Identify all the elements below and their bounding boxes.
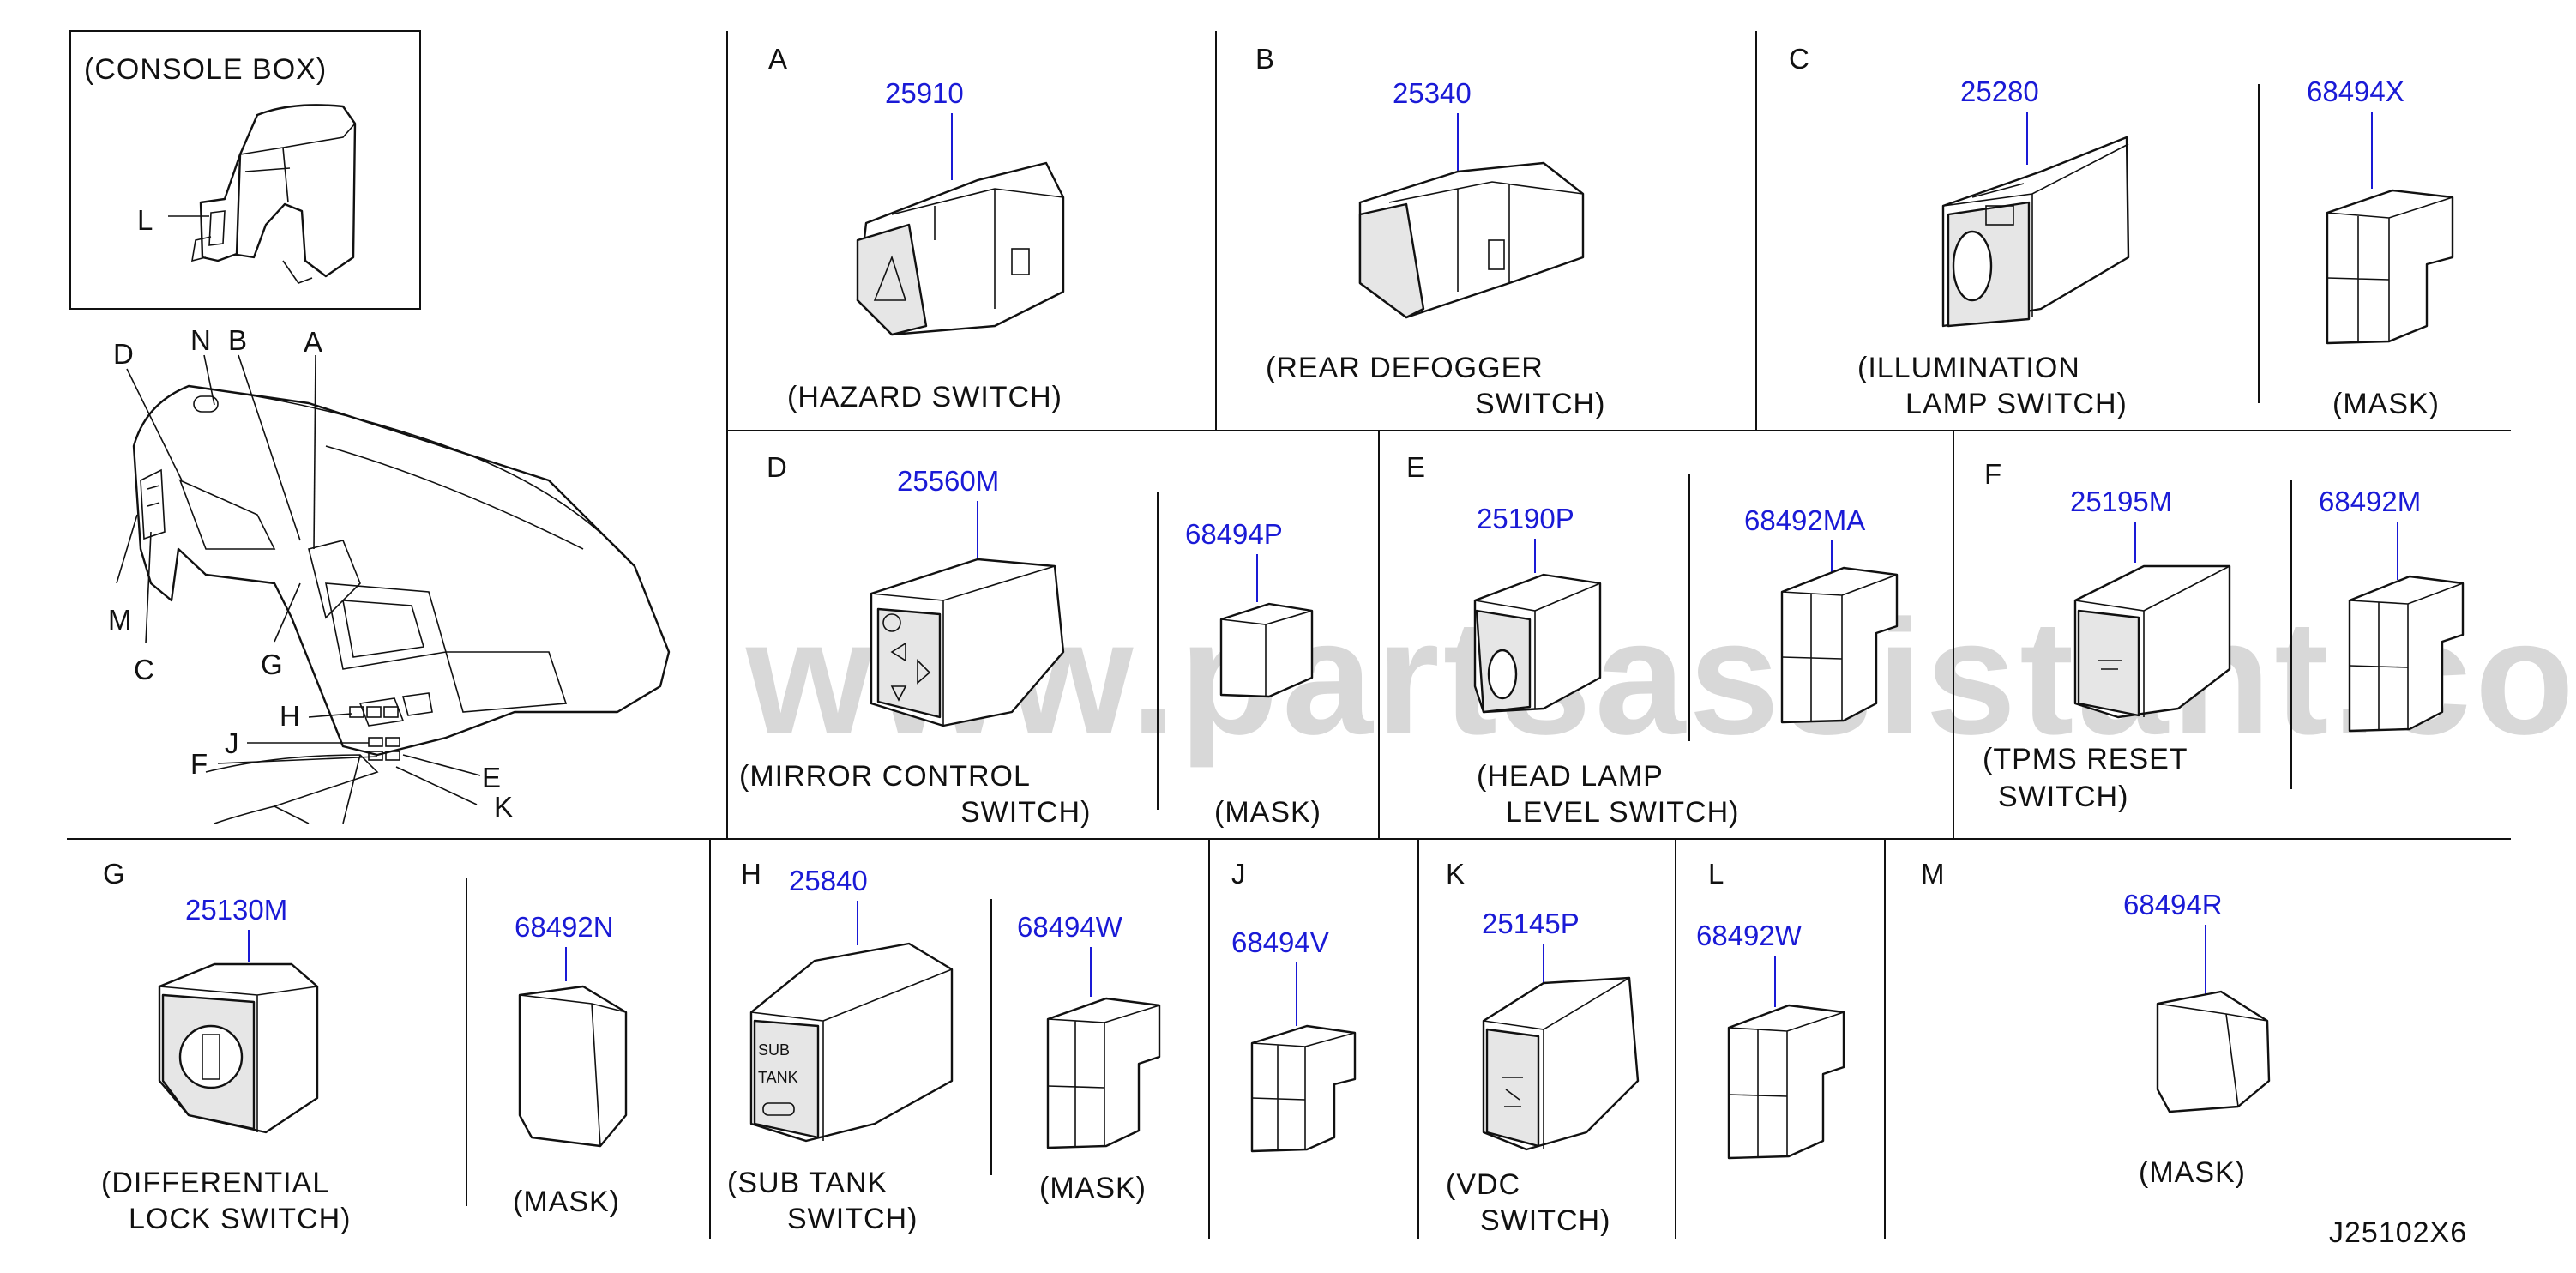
section-letter: J	[1231, 858, 1246, 890]
part-label: LAMP SWITCH)	[1905, 388, 2128, 420]
section-letter: F	[1984, 458, 2001, 490]
section-letter: H	[741, 858, 761, 890]
callout-D: D	[113, 338, 134, 370]
callout-G: G	[261, 649, 283, 680]
part-label: SWITCH)	[787, 1203, 918, 1235]
callout-J: J	[225, 727, 239, 759]
section-L: L 68492W	[1696, 858, 1845, 1160]
part-label: (VDC	[1446, 1168, 1520, 1201]
mask-part-number: 68494X	[2307, 75, 2404, 107]
callout-H: H	[280, 700, 300, 732]
callout-L: L	[137, 204, 153, 236]
part-number: 25910	[885, 77, 964, 109]
mask-label: (MASK)	[1039, 1172, 1147, 1204]
part-label: (MIRROR CONTROL	[739, 760, 1031, 793]
part-number: 25280	[1960, 75, 2039, 107]
part-label: SWITCH)	[1998, 781, 2128, 813]
section-G: G 25130M (DIFFERENTIAL LOCK SWITCH) 6849…	[101, 858, 628, 1235]
mask-label: (MASK)	[2332, 388, 2440, 420]
section-E: E 25190P (HEAD LAMP LEVEL SWITCH) 68492M…	[1406, 451, 1899, 829]
mask-part-number: 68494P	[1185, 518, 1283, 550]
section-letter: K	[1446, 858, 1465, 890]
part-number: 25190P	[1477, 503, 1574, 534]
part-number: 25145P	[1482, 908, 1580, 939]
callout-F: F	[190, 748, 208, 780]
part-label: (ILLUMINATION	[1857, 352, 2080, 384]
part-number: 25340	[1393, 77, 1472, 109]
button-text: TANK	[758, 1069, 798, 1086]
section-letter: C	[1789, 43, 1809, 75]
section-letter: G	[103, 858, 125, 890]
part-label: (SUB TANK	[727, 1167, 888, 1199]
part-label: (TPMS RESET	[1983, 743, 2188, 775]
callout-A: A	[304, 326, 322, 358]
section-letter: B	[1255, 43, 1274, 75]
section-J: J 68494V	[1231, 858, 1357, 1153]
mask-part-number: 68492MA	[1744, 504, 1865, 536]
part-label: LEVEL SWITCH)	[1506, 796, 1739, 829]
part-label: SWITCH)	[1475, 388, 1605, 420]
section-letter: L	[1708, 858, 1724, 890]
mask-label: (MASK)	[513, 1186, 620, 1218]
mask-label: (MASK)	[1214, 796, 1321, 829]
callout-K: K	[494, 791, 513, 823]
section-K: K 25145P (VDC SWITCH)	[1446, 858, 1640, 1237]
part-label: (HAZARD SWITCH)	[787, 381, 1062, 413]
mask-part-number: 68492M	[2319, 486, 2421, 517]
callout-B: B	[228, 324, 247, 356]
part-label: (MASK)	[2139, 1156, 2246, 1189]
section-F: F 25195M (TPMS RESET SWITCH) 68492M	[1983, 458, 2465, 813]
callout-E: E	[482, 762, 501, 793]
section-H: H 25840 SUB TANK (SUB TANK SWITCH) 68494…	[727, 858, 1161, 1235]
section-D: D 25560M (MIRROR CONTROL SWITCH) 68494P …	[739, 451, 1321, 829]
section-letter: M	[1921, 858, 1945, 890]
section-letter: A	[768, 43, 787, 75]
section-C: C 25280 (ILLUMINATION LAMP SWITCH) 68494…	[1789, 43, 2454, 420]
part-number: 68494R	[2123, 889, 2223, 920]
section-A: A 25910 (HAZARD SWITCH)	[768, 43, 1065, 413]
part-number: 68494V	[1231, 926, 1329, 958]
part-number: 25560M	[897, 465, 999, 497]
part-label: SWITCH)	[1480, 1204, 1610, 1237]
part-number: 25130M	[185, 894, 287, 926]
instrument-panel-overview: D N B A M C G H J F E K	[108, 324, 671, 824]
part-label: LOCK SWITCH)	[129, 1203, 351, 1235]
console-box-inset: (CONSOLE BOX) L	[69, 30, 421, 310]
section-letter: E	[1406, 451, 1425, 483]
mask-part-number: 68494W	[1017, 911, 1123, 943]
part-label: SWITCH)	[960, 796, 1091, 829]
mask-part-number: 68492N	[515, 911, 614, 943]
part-number: 68492W	[1696, 920, 1803, 951]
part-label: (HEAD LAMP	[1477, 760, 1664, 793]
button-text: SUB	[758, 1041, 790, 1059]
part-label: (REAR DEFOGGER	[1266, 352, 1544, 384]
drawing-code: J25102X6	[2329, 1216, 2467, 1249]
callout-N: N	[190, 324, 211, 356]
grid-lines	[67, 31, 2511, 1239]
console-box-label: (CONSOLE BOX)	[84, 53, 327, 86]
part-number: 25840	[789, 865, 868, 896]
section-B: B 25340 (REAR DEFOGGER SWITCH)	[1255, 43, 1605, 420]
part-label: (DIFFERENTIAL	[101, 1167, 329, 1199]
part-number: 25195M	[2070, 486, 2172, 517]
callout-M: M	[108, 604, 132, 636]
section-letter: D	[767, 451, 787, 483]
section-M: M 68494R (MASK)	[1921, 858, 2271, 1189]
callout-C: C	[134, 654, 154, 685]
